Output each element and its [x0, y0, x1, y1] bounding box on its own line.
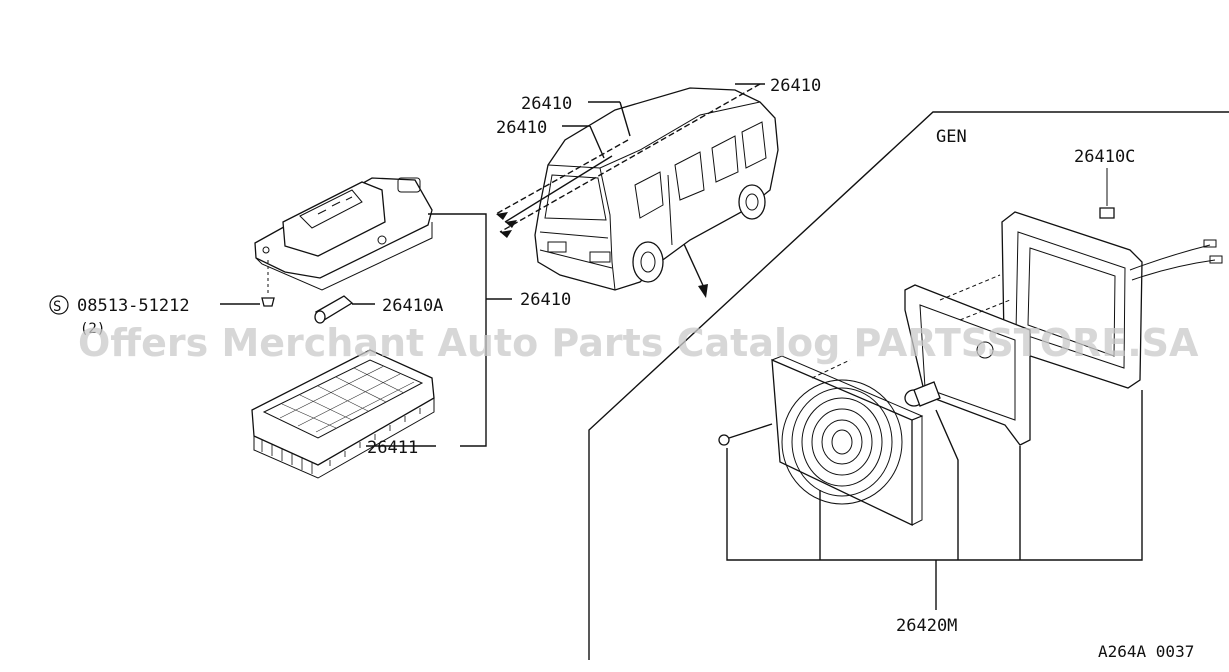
- gen-inset: [588, 111, 1229, 660]
- screw-symbol: S: [53, 299, 61, 315]
- label-van-top: 26410: [770, 76, 821, 96]
- label-variant: GEN: [936, 127, 967, 147]
- left-callout-lines: [220, 83, 765, 447]
- label-cap: 26410C: [1074, 147, 1135, 167]
- van-illustration: [495, 83, 779, 298]
- label-kit: 26420M: [896, 616, 957, 636]
- watermark: Offers Merchant Auto Parts Catalog PARTS…: [78, 321, 1199, 365]
- label-bulb: 26410A: [382, 296, 443, 316]
- label-lens: 26411: [367, 438, 418, 458]
- bulb-illustration: [314, 295, 354, 324]
- label-screw: 08513-51212: [77, 296, 190, 316]
- lens-illustration: [251, 349, 435, 479]
- label-van-left-2: 26410: [496, 118, 547, 138]
- label-lamp-assembly: 26410: [520, 290, 571, 310]
- label-van-left-1: 26410: [521, 94, 572, 114]
- diagram-code: A264A 0037: [1098, 642, 1194, 661]
- screw-symbol-circle: [49, 295, 69, 315]
- label-screw-qty: (2): [80, 321, 105, 337]
- lamp-housing-illustration: [254, 177, 433, 307]
